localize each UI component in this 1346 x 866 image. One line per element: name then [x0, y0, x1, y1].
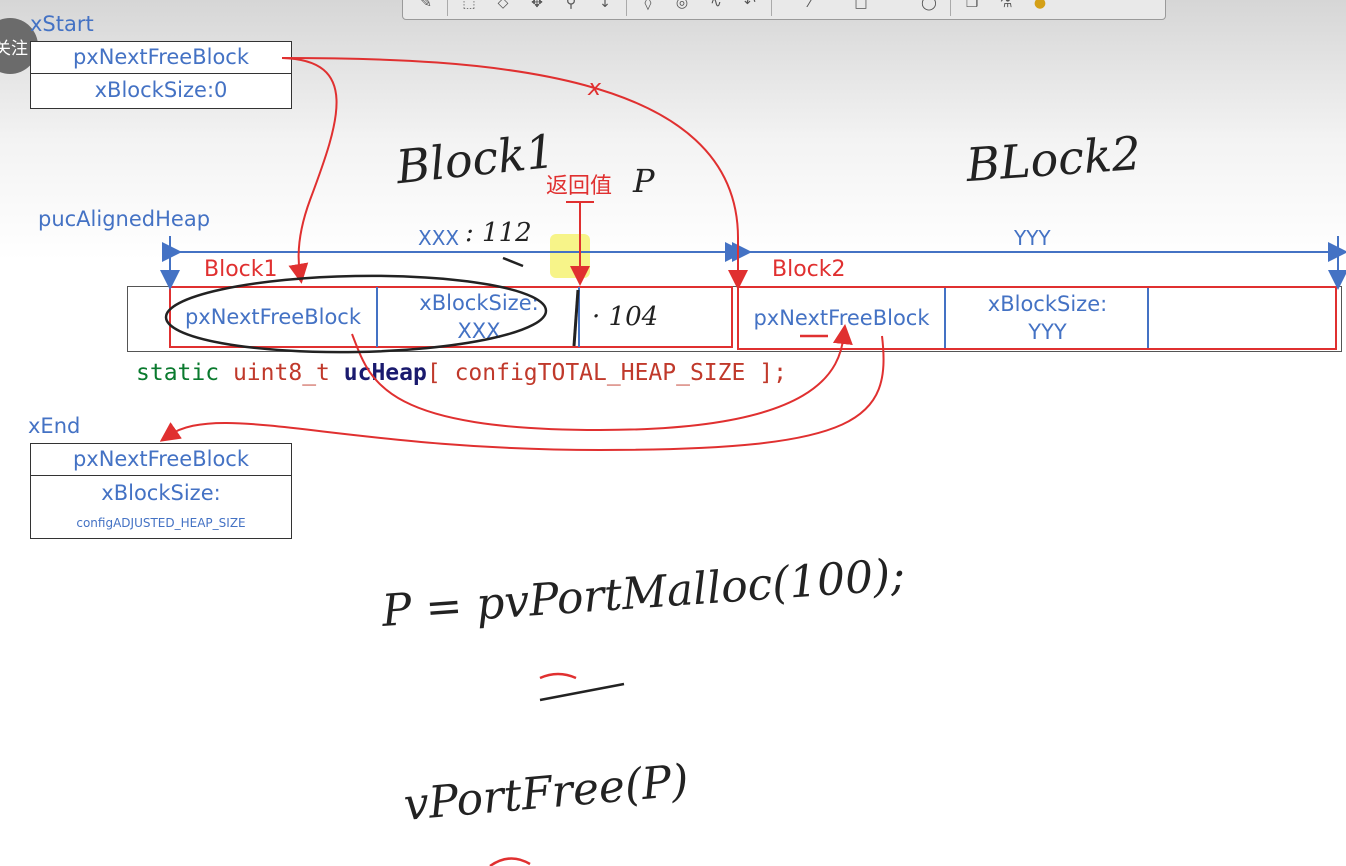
xstart-size-field: xBlockSize:0	[94, 78, 228, 103]
block1-size-label: xBlockSize:	[419, 290, 539, 315]
block1-header-circle	[164, 274, 548, 354]
hand-size-112: : 112	[465, 218, 532, 248]
undo-icon[interactable]: ↶	[744, 0, 756, 11]
block1-next-field: pxNextFreeBlock	[170, 287, 378, 347]
xend-struct: pxNextFreeBlock xBlockSize: configADJUST…	[30, 443, 292, 539]
code-open: [	[426, 360, 441, 386]
rect-icon[interactable]: □	[854, 0, 868, 11]
cursor-icon[interactable]: ✥	[531, 0, 543, 11]
block1-to-block2-arrow	[351, 324, 853, 432]
ellipse-icon[interactable]: ◯	[921, 0, 937, 11]
copy-icon[interactable]: ❐	[965, 0, 979, 11]
malloc-red-mark	[539, 672, 577, 680]
code-close: ];	[759, 360, 787, 386]
code-arg: configTOTAL_HEAP_SIZE	[454, 360, 746, 386]
block2-size-value: YYY	[1028, 320, 1067, 344]
crossed-mark: x	[588, 76, 602, 101]
xend-size-field: xBlockSize:	[101, 480, 221, 505]
return-value-label: 返回值	[546, 174, 613, 199]
hand-p: P	[633, 162, 655, 200]
color-icon[interactable]: ●	[1033, 0, 1047, 11]
toolbar-divider	[771, 0, 772, 16]
xstart-next-field: pxNextFreeBlock	[31, 42, 291, 74]
code-type: uint8_t	[232, 360, 330, 386]
pen-icon[interactable]: ✎	[420, 0, 432, 11]
annotation-toolbar: ✎ ⬚ ◇ ✥ ⚲ ↓ ◊ ◎ ∿ ↶ ⁄ □ ⌒ ◯ ❐ ⚗ ●	[402, 0, 1166, 20]
eraser-icon[interactable]: ◇	[497, 0, 509, 11]
select-icon[interactable]: ⬚	[462, 0, 476, 11]
circle-icon[interactable]: ◎	[675, 0, 689, 11]
code-keyword: static	[136, 360, 220, 386]
block2-to-xend-arrow	[159, 335, 885, 452]
hand-size-104: · 104	[592, 302, 659, 332]
code-var: ucHeap	[343, 360, 427, 386]
free-red-mark	[489, 857, 531, 866]
malloc-underline	[539, 682, 625, 702]
zoom-icon[interactable]: ⚲	[565, 0, 577, 11]
xend-label: xEnd	[28, 414, 81, 438]
block2-size-field: xBlockSize: YYY	[948, 288, 1149, 348]
hand-divider	[572, 289, 580, 347]
toolbar-divider	[447, 0, 448, 16]
shape-icon[interactable]: ◊	[644, 0, 652, 11]
block1-region	[169, 286, 733, 348]
aligned-heap-label: pucAlignedHeap	[38, 207, 211, 231]
block1-size-field: xBlockSize: XXX	[380, 287, 580, 347]
hand-dash	[502, 256, 524, 268]
toolbar-divider	[950, 0, 951, 16]
block2-region	[737, 286, 1337, 350]
toolbar-divider	[626, 0, 627, 16]
text-icon[interactable]: ∿	[710, 0, 722, 11]
xend-next-field: pxNextFreeBlock	[31, 444, 291, 476]
arrow-icon[interactable]: ↓	[599, 0, 611, 11]
bucket-icon[interactable]: ⚗	[999, 0, 1013, 11]
block2-size-label: xBlockSize:	[987, 291, 1108, 316]
curve-icon[interactable]: ⌒	[888, 0, 902, 12]
xstart-to-block1-arrow	[281, 57, 338, 284]
xstart-struct: pxNextFreeBlock xBlockSize:0	[30, 41, 292, 109]
xend-size-value: configADJUSTED_HEAP_SIZE	[76, 515, 246, 530]
xstart-label: xStart	[30, 12, 94, 36]
heap-declaration: static uint8_t ucHeap[ configTOTAL_HEAP_…	[136, 360, 787, 386]
xstart-to-block2-arrow	[281, 57, 748, 290]
line-icon[interactable]: ⁄	[808, 0, 812, 11]
